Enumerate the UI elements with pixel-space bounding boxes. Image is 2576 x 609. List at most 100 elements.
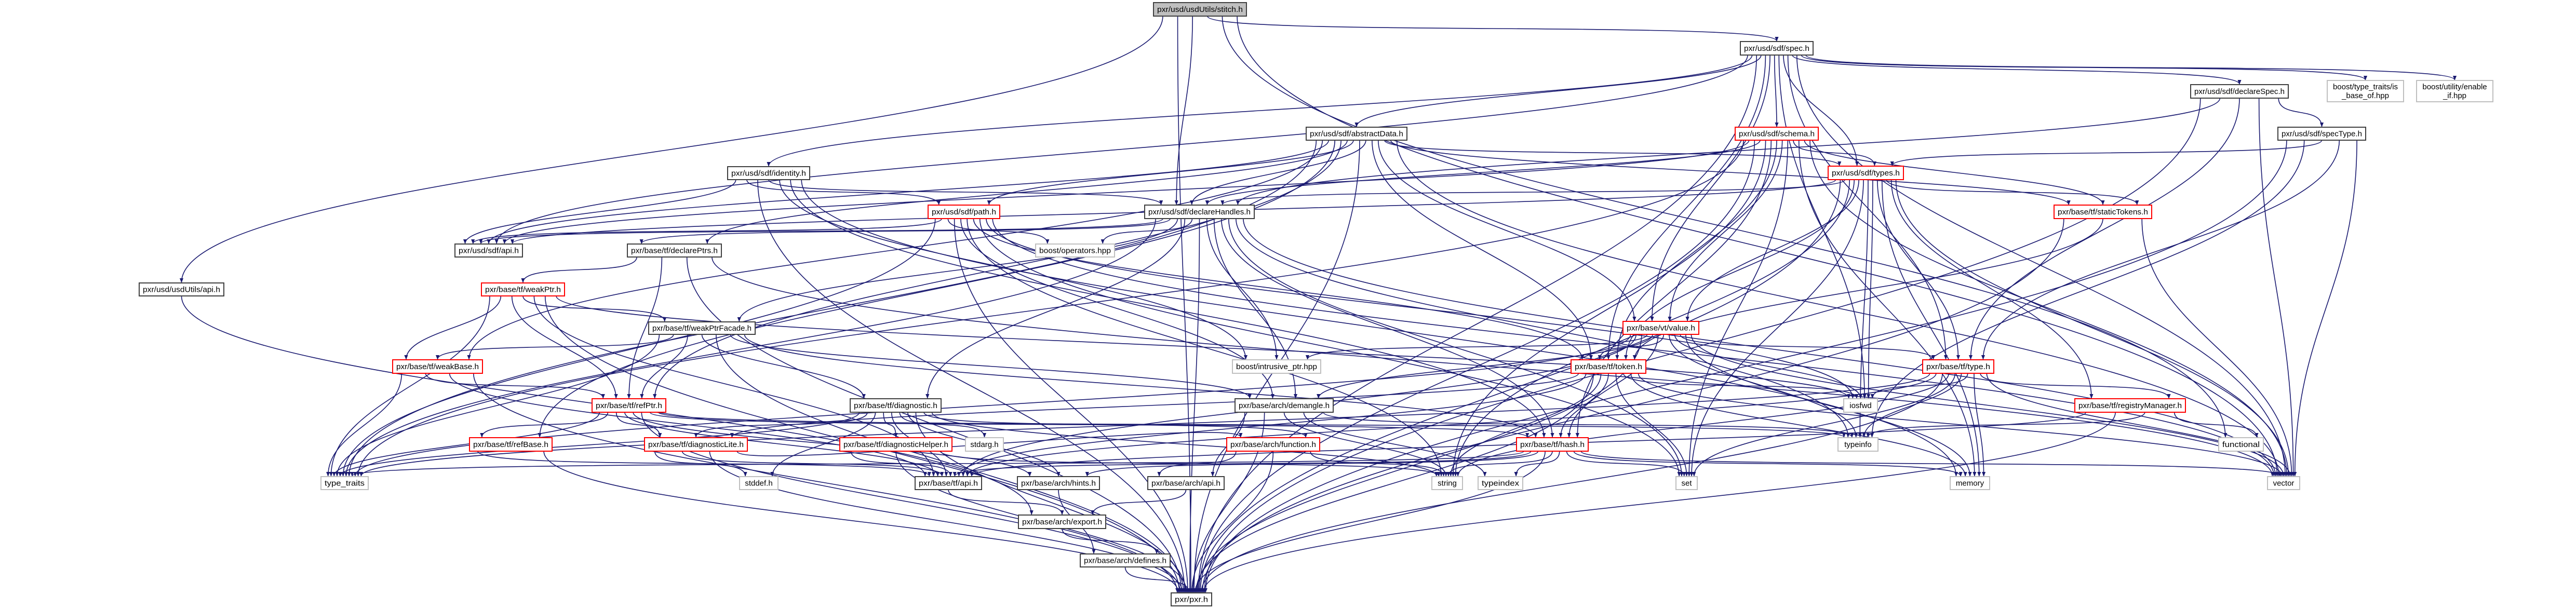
node-label: boost/operators.hpp — [1039, 247, 1111, 255]
include-edge-function-to-string — [1310, 451, 1446, 477]
node-hash[interactable]: pxr/base/tf/hash.h — [1516, 437, 1589, 452]
node-stdarg: stdarg.h — [965, 437, 1004, 452]
node-demangle[interactable]: pxr/base/arch/demangle.h — [1235, 398, 1334, 413]
include-edge-types-to-staticTokens — [1886, 179, 2139, 205]
node-export[interactable]: pxr/base/arch/export.h — [1018, 515, 1106, 529]
node-diagnosticHelper[interactable]: pxr/base/tf/diagnosticHelper.h — [839, 437, 952, 452]
include-edge-schema-to-hash — [1575, 140, 1772, 438]
node-intrusive: boost/intrusive_ptr.hpp — [1232, 359, 1321, 374]
include-edge-schema-to-memory — [1798, 140, 1977, 477]
include-edge-hash-to-set — [1566, 451, 1686, 477]
node-box — [627, 243, 722, 258]
include-edge-schema-to-vector — [1809, 140, 2289, 477]
node-registryManager[interactable]: pxr/base/tf/registryManager.h — [2074, 398, 2186, 413]
node-refBase[interactable]: pxr/base/tf/refBase.h — [469, 437, 553, 452]
node-value[interactable]: pxr/base/vt/value.h — [1622, 321, 1699, 335]
include-edge-spec-to-token — [1606, 55, 1766, 360]
node-refPtr[interactable]: pxr/base/tf/refPtr.h — [592, 398, 666, 413]
node-tfapi[interactable]: pxr/base/tf/api.h — [915, 476, 982, 490]
include-edge-abstractData-to-token — [1372, 140, 1593, 360]
node-label: pxr/base/tf/refBase.h — [473, 440, 548, 449]
include-edge-type-to-iosfwd — [1870, 373, 1968, 399]
node-type[interactable]: pxr/base/tf/type.h — [1922, 359, 1994, 374]
node-label-line: _if.hpp — [2443, 91, 2466, 100]
node-label: pxr/base/arch/hints.h — [1021, 479, 1096, 488]
include-edge-weakPtrFacade-to-hash — [744, 334, 1538, 438]
node-diagnostic[interactable]: pxr/base/tf/diagnostic.h — [850, 398, 942, 413]
include-edge-hash-to-string — [1446, 451, 1553, 477]
include-edge-type-to-vector — [1986, 373, 2292, 477]
node-token[interactable]: pxr/base/tf/token.h — [1571, 359, 1646, 374]
node-box — [1306, 127, 1407, 141]
node-iosfwd: iosfwd — [1843, 398, 1878, 413]
include-edge-spec-to-sdfapi — [494, 55, 1748, 244]
include-edge-identity-to-hash — [790, 179, 1546, 438]
node-declareSpec[interactable]: pxr/usd/sdf/declareSpec.h — [2190, 84, 2289, 99]
include-edge-tfapi-to-export — [948, 489, 1064, 515]
node-staticTokens[interactable]: pxr/base/tf/staticTokens.h — [2054, 205, 2152, 219]
node-hints[interactable]: pxr/base/arch/hints.h — [1017, 476, 1100, 490]
node-label: pxr/base/arch/demangle.h — [1239, 401, 1330, 410]
include-edge-weakPtrFacade-to-type_traits — [335, 334, 660, 477]
node-stitch[interactable]: pxr/usd/usdUtils/stitch.h — [1153, 2, 1247, 17]
node-box — [454, 243, 523, 258]
include-edge-value-to-type_traits — [353, 334, 1631, 477]
node-defines[interactable]: pxr/base/arch/defines.h — [1080, 553, 1171, 567]
node-box — [2190, 84, 2289, 99]
node-label: iosfwd — [1849, 401, 1872, 410]
node-box — [1171, 592, 1212, 606]
include-edge-identity-to-path — [746, 179, 941, 205]
node-box — [1622, 321, 1699, 335]
node-function[interactable]: pxr/base/arch/function.h — [1226, 437, 1320, 452]
node-label: pxr/usd/sdf/specType.h — [2282, 130, 2362, 139]
node-box — [139, 282, 224, 296]
node-sdfapi[interactable]: pxr/usd/sdf/api.h — [454, 243, 523, 258]
include-edge-value-to-token — [1598, 334, 1665, 360]
node-types[interactable]: pxr/usd/sdf/types.h — [1828, 166, 1904, 180]
node-operators: boost/operators.hpp — [1035, 243, 1115, 258]
node-string: string — [1431, 476, 1463, 490]
node-label: functional — [2222, 440, 2260, 449]
include-edge-schema-to-value — [1668, 140, 1783, 321]
node-declarePtrs[interactable]: pxr/base/tf/declarePtrs.h — [627, 243, 722, 258]
node-label: pxr/usd/usdUtils/api.h — [143, 286, 220, 294]
node-path[interactable]: pxr/usd/sdf/path.h — [928, 205, 1000, 219]
node-weakBase[interactable]: pxr/base/tf/weakBase.h — [392, 359, 483, 374]
include-edge-diagnostic-to-diagnosticHelper — [883, 412, 898, 438]
include-edge-schema-to-staticTokens — [1804, 140, 2105, 205]
node-weakPtr[interactable]: pxr/base/tf/weakPtr.h — [481, 282, 565, 296]
include-edge-abstractData-to-refBase — [538, 140, 1336, 438]
node-archapi[interactable]: pxr/base/arch/api.h — [1147, 476, 1225, 490]
node-declareHandles[interactable]: pxr/usd/sdf/declareHandles.h — [1144, 205, 1255, 219]
node-diagnosticLite[interactable]: pxr/base/tf/diagnosticLite.h — [644, 437, 748, 452]
include-edge-stitch-to-pxr — [1177, 16, 1193, 593]
node-identity[interactable]: pxr/usd/sdf/identity.h — [727, 166, 810, 180]
node-label: pxr/usd/sdf/identity.h — [731, 169, 806, 178]
node-label: pxr/base/tf/registryManager.h — [2078, 401, 2182, 410]
include-edge-weakPtrFacade-to-demangle — [730, 334, 1252, 399]
node-box — [1035, 243, 1115, 258]
node-label: stddef.h — [745, 479, 772, 488]
node-label: pxr/usd/sdf/declareHandles.h — [1148, 208, 1251, 216]
node-abstractData[interactable]: pxr/usd/sdf/abstractData.h — [1306, 127, 1407, 141]
node-usdutilsapi[interactable]: pxr/usd/usdUtils/api.h — [139, 282, 224, 296]
node-label: string — [1438, 479, 1457, 488]
node-box — [928, 205, 1000, 219]
include-edge-abstractData-to-declareHandles — [1190, 140, 1366, 205]
include-edge-diagnosticHelper-to-string — [940, 451, 1441, 477]
node-label: memory — [1956, 479, 1984, 488]
include-edge-path-to-token — [973, 218, 1585, 360]
node-label: pxr/usd/sdf/types.h — [1832, 169, 1900, 178]
node-spec[interactable]: pxr/usd/sdf/spec.h — [1740, 41, 1814, 56]
include-edge-schema-to-sdfapi — [502, 140, 1750, 244]
node-schema[interactable]: pxr/usd/sdf/schema.h — [1735, 127, 1819, 141]
include-edge-value-to-memory — [1685, 334, 1972, 477]
include-edge-value-to-typeinfo — [1669, 334, 1858, 438]
node-label: pxr/usd/sdf/spec.h — [1744, 44, 1809, 53]
include-edge-identity-to-pxr — [757, 179, 1187, 593]
node-pxr[interactable]: pxr/pxr.h — [1171, 592, 1212, 606]
node-specType[interactable]: pxr/usd/sdf/specType.h — [2277, 127, 2366, 141]
node-box — [1950, 476, 1990, 490]
node-weakPtrFacade[interactable]: pxr/base/tf/weakPtrFacade.h — [648, 321, 756, 335]
